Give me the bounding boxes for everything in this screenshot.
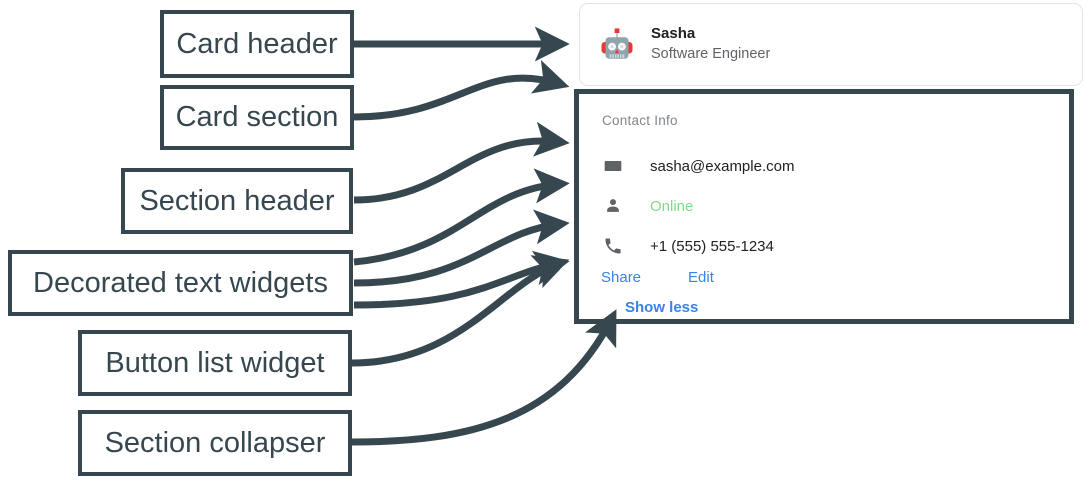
card-header-subtitle: Software Engineer (651, 46, 771, 63)
annotation-label: Card section (175, 101, 339, 133)
annotation-label: Button list widget (105, 346, 325, 379)
annotation-card-section: Card section (160, 85, 354, 150)
arrow-section-collapser (351, 309, 617, 446)
arrow-decorated-text-3 (353, 250, 570, 309)
arrow-card-section (353, 60, 570, 121)
decorated-text-widget: sasha@example.com (602, 146, 1069, 186)
button-list-widget: Share Edit (601, 269, 1069, 286)
card-header-text: Sasha Software Engineer (651, 24, 771, 63)
section-collapser[interactable]: Show less (625, 299, 699, 316)
card-header-title: Sasha (651, 24, 696, 42)
arrow-decorated-text-1 (353, 168, 570, 266)
decorated-text-value: +1 (555) 555-1234 (650, 237, 774, 255)
annotation-label: Card header (176, 27, 338, 60)
status-text: Online (650, 197, 694, 215)
email-icon (602, 155, 624, 177)
annotation-section-header: Section header (121, 168, 353, 234)
card: Sasha Software Engineer Contact Info sas… (574, 3, 1083, 324)
card-header: Sasha Software Engineer (580, 4, 1082, 85)
annotation-label: Section collapser (104, 426, 326, 459)
phone-icon (602, 235, 624, 257)
arrow-decorated-text-2 (353, 209, 570, 287)
annotation-label: Section header (139, 184, 335, 217)
arrow-button-list (351, 255, 570, 367)
section-header: Contact Info (602, 113, 678, 128)
decorated-text-widget: +1 (555) 555-1234 (602, 226, 1069, 266)
edit-button[interactable]: Edit (688, 269, 714, 286)
person-icon (602, 195, 624, 217)
arrow-section-header (353, 121, 570, 204)
annotation-decorated-text: Decorated text widgets (8, 250, 353, 316)
robot-avatar-icon (597, 25, 637, 65)
share-button[interactable]: Share (601, 269, 642, 286)
decorated-text-widget: Online (602, 186, 1069, 226)
annotation-section-collapser: Section collapser (78, 410, 352, 476)
annotation-card-header: Card header (160, 10, 354, 78)
decorated-text-value: sasha@example.com (650, 157, 795, 175)
annotation-button-list: Button list widget (78, 330, 352, 396)
card-section: Contact Info sasha@example.com (574, 89, 1074, 324)
annotation-label: Decorated text widgets (33, 266, 328, 299)
